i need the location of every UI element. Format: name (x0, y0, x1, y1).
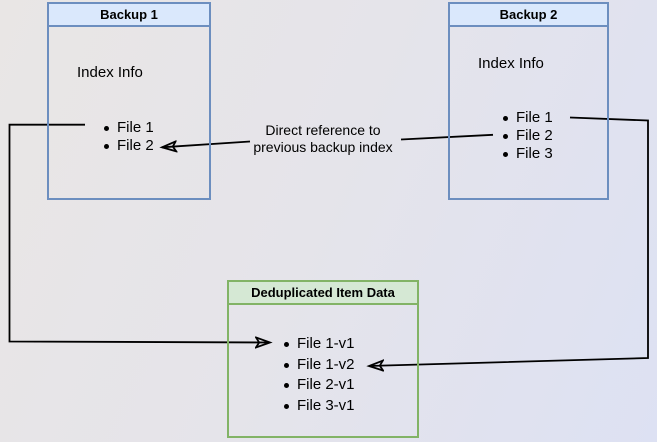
list-item: File 3 (503, 145, 553, 162)
list-item: File 1-v1 (284, 334, 355, 355)
list-item: File 1 (503, 109, 553, 126)
backup1-file-list: File 1 File 2 (104, 119, 154, 155)
list-item: File 2 (104, 137, 154, 154)
list-item: File 3-v1 (284, 396, 355, 417)
backup2-header: Backup 2 (450, 4, 607, 27)
list-item: File 2 (503, 127, 553, 144)
list-item: File 1 (104, 119, 154, 136)
reference-annotation-label: Direct reference to previous backup inde… (253, 122, 393, 155)
backup1-node: Backup 1 Index Info File 1 File 2 (47, 2, 211, 200)
backup1-index-info-label: Index Info (77, 64, 143, 81)
list-item: File 1-v2 (284, 355, 355, 376)
backup2-file-list: File 1 File 2 File 3 (503, 109, 553, 163)
deduplicated-item-data-node: Deduplicated Item Data File 1-v1 File 1-… (227, 280, 419, 438)
dedup-title: Deduplicated Item Data (251, 285, 395, 300)
backup2-title: Backup 2 (499, 7, 558, 22)
backup1-title: Backup 1 (100, 7, 158, 22)
dedup-file-list: File 1-v1 File 1-v2 File 2-v1 File 3-v1 (284, 334, 355, 417)
dedup-header: Deduplicated Item Data (229, 282, 417, 305)
backup2-node: Backup 2 Index Info File 1 File 2 File 3 (448, 2, 609, 200)
backup2-index-info-label: Index Info (478, 55, 544, 72)
backup1-header: Backup 1 (49, 4, 209, 27)
list-item: File 2-v1 (284, 375, 355, 396)
